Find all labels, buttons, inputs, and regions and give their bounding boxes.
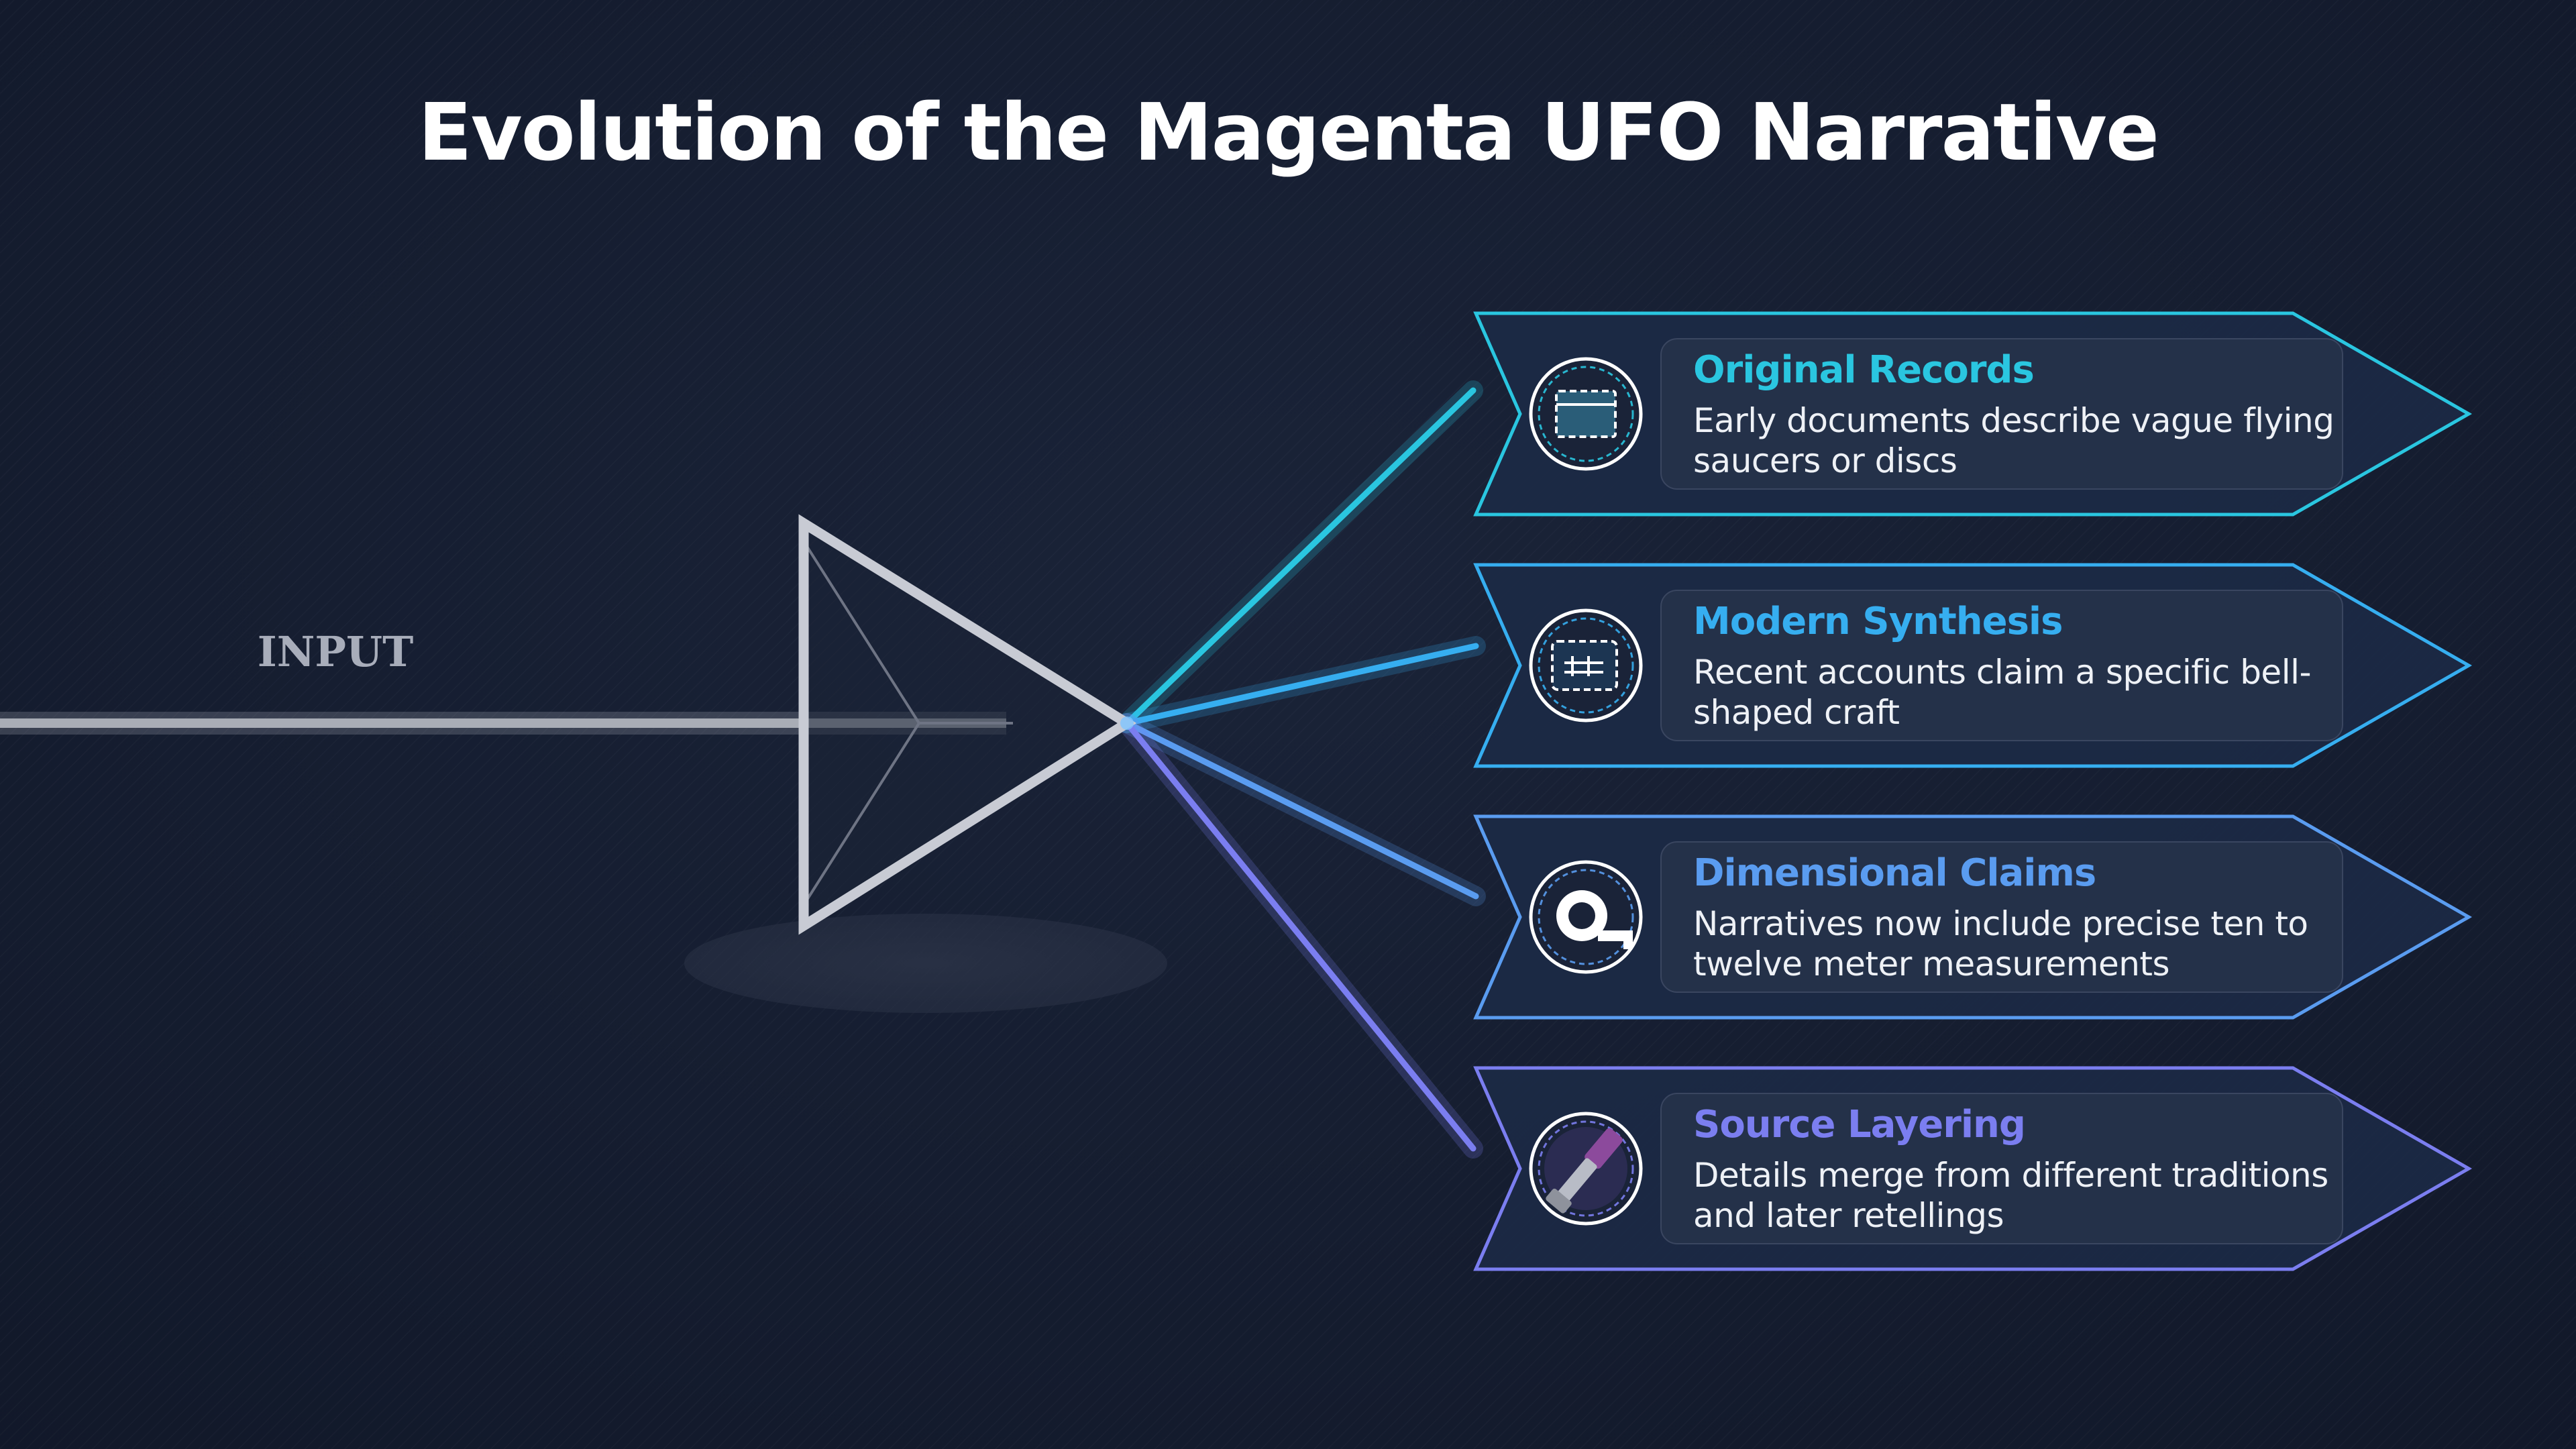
card-heading: Modern Synthesis [1693,600,2063,643]
card-dimensional-claims: Dimensional Claims Narratives now includ… [1661,842,2343,989]
card-shape-4 [1473,1066,2473,1271]
text-panel [1660,1093,2343,1244]
text-panel [1660,841,2343,993]
card-modern-synthesis: Modern Synthesis Recent accounts claim a… [1661,590,2343,738]
ray-4 [1117,713,1483,1159]
input-label: INPUT [257,627,414,676]
page-title: Evolution of the Magenta UFO Narrative [418,86,2159,178]
prism [798,514,1137,935]
card-description: Narratives now include precise ten to tw… [1693,904,2308,983]
card-description: Recent accounts claim a specific bell-sh… [1693,653,2312,732]
card-source-layering: Source Layering Details merge from diffe… [1661,1093,2343,1241]
archive-box-icon [1529,357,1643,471]
card-original-records: Original Records Early documents describ… [1661,339,2343,486]
grid-chart-icon [1529,608,1643,722]
card-shape-2 [1473,563,2473,768]
card-shape-3 [1473,814,2473,1020]
card-heading: Dimensional Claims [1693,851,2096,895]
ray-3 [1117,713,1486,906]
card-description: Details merge from different traditions … [1693,1156,2328,1235]
card-shape-1 [1473,311,2473,517]
tape-measure-icon [1529,860,1643,974]
prism-shadow [684,914,1167,1013]
card-shapes [1473,311,2473,1271]
card-description: Early documents describe vague flying sa… [1693,401,2334,480]
ray-1 [1117,380,1483,733]
output-rays [1117,380,1486,1159]
card-heading: Original Records [1693,348,2035,392]
text-panel [1660,338,2343,490]
text-panel [1660,590,2343,741]
brush-icon [1529,1112,1643,1226]
card-heading: Source Layering [1693,1103,2026,1146]
ray-2 [1117,636,1486,733]
